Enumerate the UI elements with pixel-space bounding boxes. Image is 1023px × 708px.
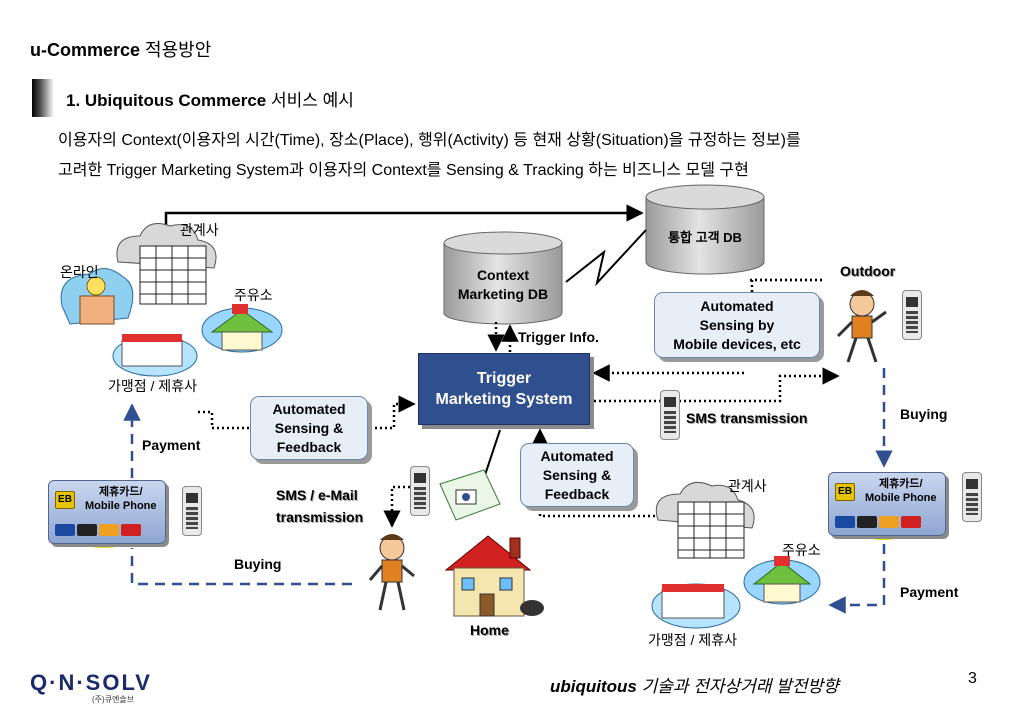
right-gas-label: 주유소 [782,542,821,558]
trigger-to-outdoor-arrow [594,367,840,403]
card-chip-icon: EB [835,483,855,501]
online-store-icon [60,268,134,325]
home-house-icon [444,535,544,617]
map-email-icon [439,469,501,521]
description-line-1: 이용자의 Context(이용자의 시간(Time), 장소(Place), 행… [58,132,801,149]
right-store-icon [651,583,741,629]
feedback-to-trigger-arrow [370,395,416,430]
sms-transmission-label: SMS transmission [686,410,808,426]
right-gas-station-icon [743,556,821,605]
affiliate-to-customer-db-arrow [164,204,644,236]
footer-title: ubiquitous 기술과 전자상거래 발전방향 [550,677,839,696]
trigger-marketing-system: Trigger Marketing System [418,353,590,425]
home-person-icon [368,534,415,611]
left-phone-icon [182,486,202,536]
trigger-info-label: Trigger Info. [518,329,599,345]
left-online-label: 온라인 [60,264,99,280]
outdoor-person-icon [836,290,887,363]
right-affiliate-card: EB 제휴카드/ Mobile Phone [828,472,946,536]
customer-db-cylinder [645,184,765,275]
page-number: 3 [968,670,977,687]
company-name: (주)큐엔솔브 [92,695,135,704]
automated-sensing-mobile-box: Automated Sensing by Mobile devices, etc [654,292,820,358]
context-db-label: Context Marketing DB [457,267,549,302]
left-store-icon [112,334,198,377]
customer-db-label: 통합 고객 DB [668,230,742,245]
page-title: u-Commerce 적용방안 [30,40,212,60]
card-brand-logos [55,523,159,537]
left-buying-label: Buying [234,556,282,572]
left-gas-station-icon [201,304,283,353]
section-title: 1. Ubiquitous Commerce 서비스 예시 [66,91,354,110]
right-affiliate-label: 관계사 [728,478,767,494]
left-affiliate-card: EB 제휴카드/ Mobile Phone [48,480,166,544]
right-phone-icon [962,472,982,522]
automated-sensing-feedback-left-box: Automated Sensing & Feedback [250,396,368,460]
description-line-2: 고려한 Trigger Marketing System과 이용자의 Conte… [58,162,749,179]
right-stores-label: 가맹점 / 제휴사 [648,632,737,648]
sms-email-label: SMS / e-Mail transmission [276,487,364,525]
left-gas-label: 주유소 [234,287,273,303]
left-affiliate-building-icon [116,223,217,305]
db-link-zigzag [565,229,647,287]
outdoor-label: Outdoor [840,263,896,279]
left-affiliate-label: 관계사 [180,222,219,238]
home-phone-icon [410,466,430,516]
sms-email-arrow [383,485,410,528]
right-payment-label: Payment [900,584,959,600]
automated-sensing-feedback-mid-box: Automated Sensing & Feedback [520,443,634,507]
context-db-cylinder [443,231,563,325]
card-chip-icon: EB [55,491,75,509]
right-buying-label: Buying [900,406,948,422]
right-payment-dashed-arrow [828,544,886,614]
stores-to-feedback-line [198,410,252,430]
outdoor-phone-icon [902,290,922,340]
section-bar [32,79,54,117]
card-brand-logos [835,515,939,529]
home-label: Home [470,622,509,638]
left-buying-dashed-arrow [130,548,352,586]
sms-phone-icon [660,390,680,440]
company-logo: Q·N·SOLV [30,670,152,695]
left-stores-label: 가맹점 / 제휴사 [108,378,197,394]
left-payment-label: Payment [142,437,201,453]
right-affiliate-building-icon [655,481,755,559]
